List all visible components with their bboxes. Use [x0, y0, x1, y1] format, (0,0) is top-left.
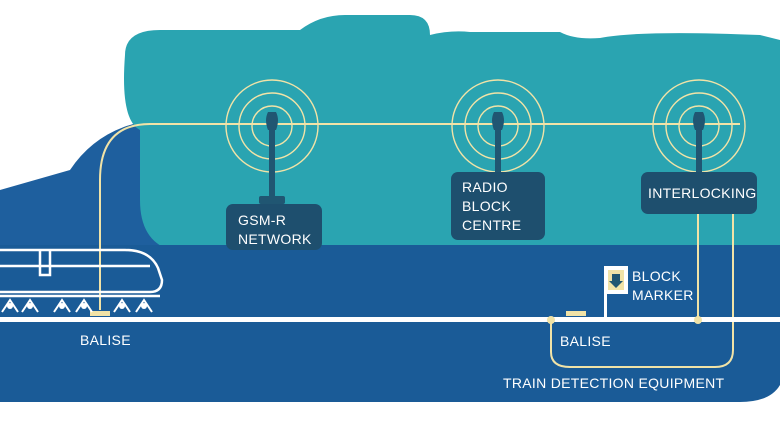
rbc-label-line3: CENTRE: [462, 217, 522, 233]
rbc-label-line2: BLOCK: [462, 198, 511, 214]
radio-mast-icon: [259, 112, 285, 204]
track: [0, 317, 780, 322]
communication-links: [99, 123, 740, 368]
detection-node: [694, 316, 702, 324]
gsmr-label-line2: NETWORK: [238, 231, 312, 247]
block-marker-label-line2: MARKER: [632, 287, 694, 303]
gsmr-label-line1: GSM-R: [238, 212, 287, 228]
balise-left-label: BALISE: [80, 332, 131, 348]
train-detection-label: TRAIN DETECTION EQUIPMENT: [503, 375, 725, 391]
train-wheel-hubs: [7, 303, 147, 309]
rbc-label-box: [451, 172, 545, 240]
radio-mast-icon: [693, 112, 705, 178]
block-marker-sign-icon: [604, 266, 628, 317]
train-icon: [0, 248, 164, 298]
block-marker-label-line1: BLOCK: [632, 268, 681, 284]
rbc-label-line1: RADIO: [462, 179, 508, 195]
detection-node: [547, 316, 555, 324]
balise-left-marker: [90, 311, 110, 316]
radio-mast-icon: [492, 112, 504, 176]
train-wheels: [1, 298, 153, 313]
balise-right-marker: [566, 311, 586, 316]
interlocking-label-box: [641, 172, 757, 214]
balise-right-label: BALISE: [560, 333, 611, 349]
ground-band: [0, 245, 780, 402]
gsmr-label-box: [226, 204, 322, 250]
interlocking-label: INTERLOCKING: [648, 185, 757, 201]
